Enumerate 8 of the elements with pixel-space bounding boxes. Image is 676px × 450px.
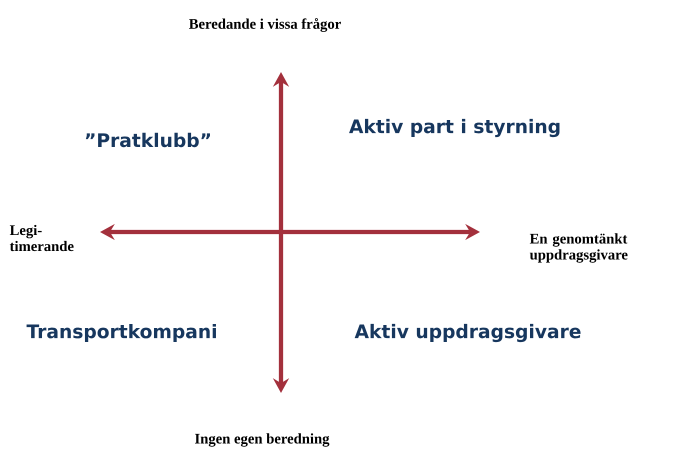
axis-label: En genomtänkt uppdragsgivare [530, 233, 628, 263]
quadrant-label: ”Pratklubb” [86, 132, 210, 148]
axis-label: Beredande i vissa frågor [189, 18, 341, 32]
quadrant-label: Aktiv uppdragsgivare [354, 324, 581, 342]
quadrant-label: Transportkompani [26, 324, 216, 342]
axis-label: Ingen egen beredning [195, 433, 330, 447]
quadrant-label: Aktiv part i styrning [349, 118, 560, 138]
axis-label: Legi- timerande [10, 224, 74, 252]
